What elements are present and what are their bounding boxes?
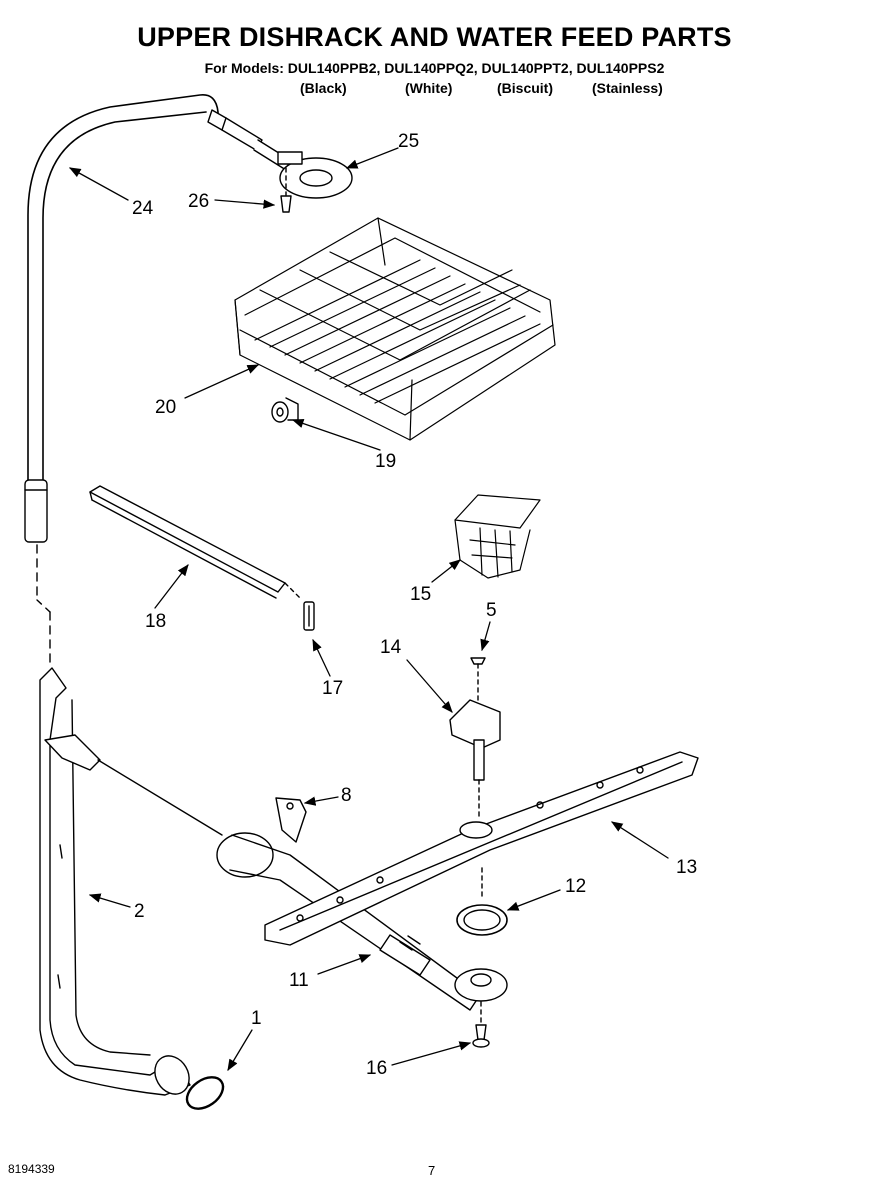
models-line: For Models: DUL140PPB2, DUL140PPQ2, DUL1… <box>204 60 665 76</box>
upper-rack-part <box>234 217 556 441</box>
screw-part <box>280 167 292 213</box>
arm-support-part <box>449 699 501 821</box>
callout-17: 17 <box>322 678 343 699</box>
callout-12: 12 <box>565 876 586 897</box>
document-number: 8194339 <box>8 1162 55 1176</box>
callout-19: 19 <box>375 451 396 472</box>
page-number: 7 <box>428 1163 436 1178</box>
callout-numbers: 25 26 24 20 19 18 17 15 5 14 8 13 12 11 … <box>132 131 697 1079</box>
callout-14: 14 <box>380 637 402 658</box>
callout-26: 26 <box>188 191 209 212</box>
o-ring-part <box>185 1076 225 1110</box>
seal-part <box>456 867 508 936</box>
color-stainless: (Stainless) <box>592 80 663 96</box>
spray-arm-part <box>264 751 699 946</box>
leader-lines <box>68 147 669 1072</box>
rack-rail-part <box>89 485 301 599</box>
clamp-part <box>275 797 307 843</box>
color-variants: (Black) (White) (Biscuit) (Stainless) <box>0 80 869 100</box>
page-title: UPPER DISHRACK AND WATER FEED PARTS <box>137 22 732 52</box>
screw-part-5 <box>470 657 486 701</box>
color-biscuit: (Biscuit) <box>497 80 553 96</box>
callout-8: 8 <box>341 785 352 806</box>
rail-stop-part <box>303 601 315 631</box>
callout-18: 18 <box>145 611 166 632</box>
color-black: (Black) <box>300 80 347 96</box>
callout-15: 15 <box>410 584 431 605</box>
rack-wheel-part <box>271 397 299 423</box>
color-white: (White) <box>405 80 453 96</box>
callout-2: 2 <box>134 901 145 922</box>
callout-24: 24 <box>132 198 154 219</box>
callout-13: 13 <box>676 857 697 878</box>
callout-1: 1 <box>251 1008 262 1029</box>
callout-11: 11 <box>289 970 309 991</box>
callout-25: 25 <box>398 131 419 152</box>
callout-5: 5 <box>486 600 497 621</box>
manifold-part <box>216 832 508 1011</box>
cutlery-basket-part <box>454 494 541 579</box>
callout-16: 16 <box>366 1058 387 1079</box>
feed-tube-part <box>36 544 223 1096</box>
nozzle-part <box>277 151 353 199</box>
callout-20: 20 <box>155 397 176 418</box>
screw-part-16 <box>472 1001 490 1048</box>
